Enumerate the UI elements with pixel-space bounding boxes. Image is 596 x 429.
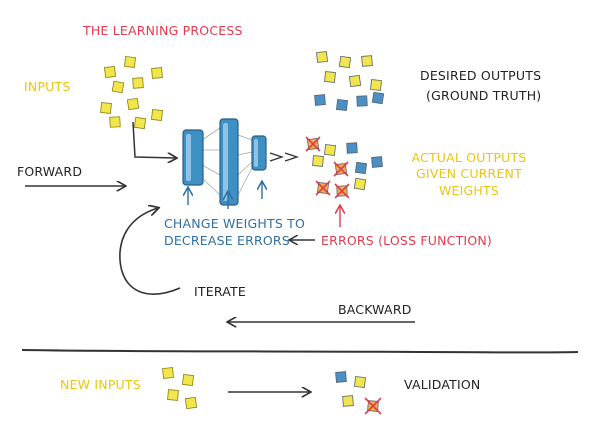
errors-loss-function-label: ERRORS (LOSS FUNCTION) <box>321 233 492 248</box>
input-to-network-arrow <box>132 121 176 158</box>
desired-output-sticky-notes <box>314 51 385 112</box>
error-cross-marks <box>305 136 350 199</box>
forward-label: FORWARD <box>17 164 83 179</box>
weight-update-arrows <box>188 182 262 209</box>
weights-label: WEIGHTS <box>439 183 499 198</box>
new-inputs-label: NEW INPUTS <box>60 377 141 392</box>
given-current-label: GIVEN CURRENT <box>416 166 522 181</box>
change-weights-label: CHANGE WEIGHTS TO <box>164 216 306 231</box>
backward-label: BACKWARD <box>338 302 412 317</box>
actual-outputs-label: ACTUAL OUTPUTS <box>411 150 527 165</box>
new-input-sticky-notes <box>162 367 198 410</box>
ground-truth-label: (GROUND TRUTH) <box>426 88 542 103</box>
validation-label: VALIDATION <box>404 377 481 392</box>
network-output-arrows <box>269 152 300 162</box>
decrease-errors-label: DECREASE ERRORS <box>164 233 290 248</box>
validation-error-cross <box>364 397 382 415</box>
iterate-label: ITERATE <box>194 284 246 299</box>
inputs-label: INPUTS <box>24 79 71 94</box>
diagram-title: THE LEARNING PROCESS <box>83 23 243 38</box>
input-sticky-notes <box>100 56 164 130</box>
desired-outputs-label: DESIRED OUTPUTS <box>420 68 542 83</box>
section-divider <box>21 349 579 354</box>
iterate-loop-arrow <box>119 208 181 295</box>
neural-network <box>182 118 267 206</box>
